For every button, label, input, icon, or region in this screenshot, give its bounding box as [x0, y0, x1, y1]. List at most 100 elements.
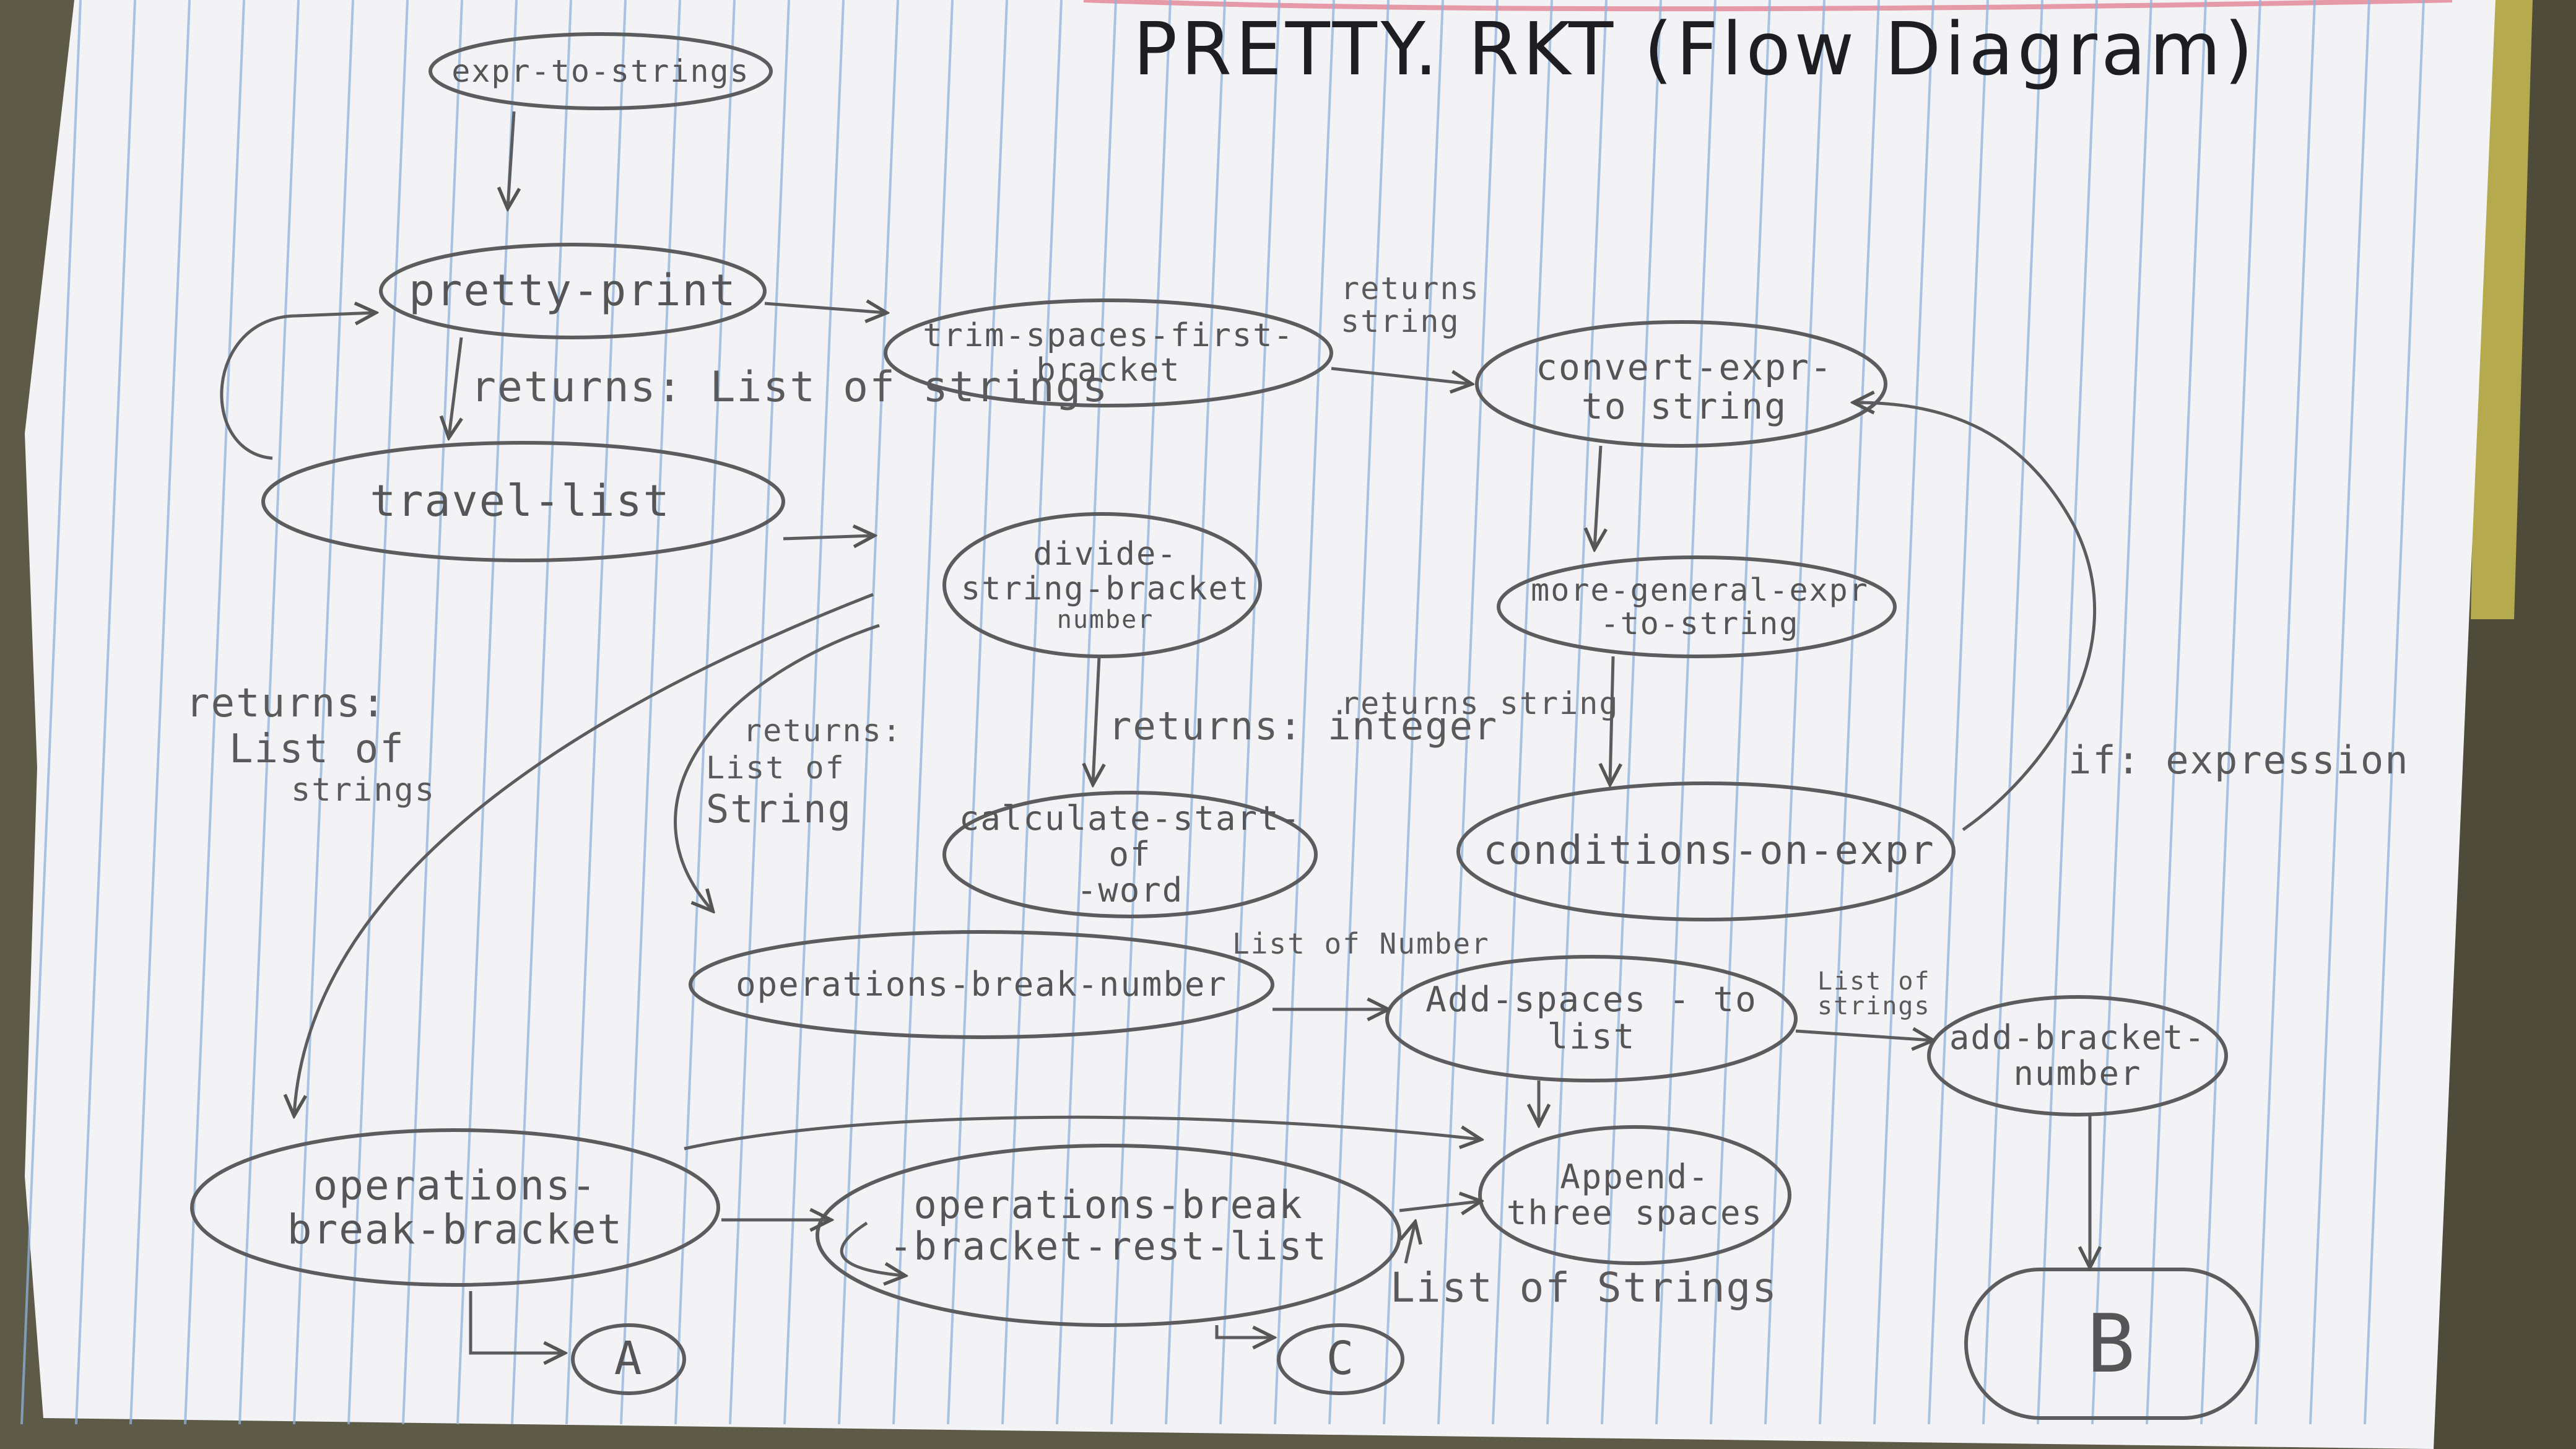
node-convert-expr: convert-expr- to string	[1536, 346, 1833, 427]
arrow-more-to-conditions	[1610, 656, 1613, 783]
ruled-line	[1165, 0, 1226, 1425]
ruled-line	[838, 0, 899, 1425]
ruled-line	[729, 0, 790, 1425]
node-shape-ops-break-bracket	[190, 1128, 720, 1287]
ruled-line	[129, 0, 191, 1425]
arrow-pretty-to-trim	[764, 303, 886, 313]
label-returns-list-left: returns: List of strings	[186, 681, 436, 809]
node-trim-spaces: trim-spaces-first- bracket	[923, 316, 1294, 389]
node-shape-travel-list	[261, 441, 785, 562]
ruled-line	[2364, 0, 2425, 1425]
ruled-line	[1328, 0, 1390, 1425]
ruled-line	[947, 0, 1008, 1425]
ruled-line	[674, 0, 736, 1425]
arrow-expr-to-pretty	[508, 111, 514, 207]
arrow-rest-to-append	[1399, 1201, 1480, 1211]
ruled-line	[1982, 0, 2043, 1425]
node-shape-connector-a	[571, 1323, 686, 1395]
arrow-divide-to-ops-break-bracket	[294, 593, 874, 1115]
node-shape-calculate-start	[942, 791, 1318, 918]
ruled-line	[1928, 0, 1989, 1425]
ruled-line	[620, 0, 681, 1425]
node-shape-ops-break-number	[689, 930, 1274, 1039]
node-pretty-print: pretty-print	[409, 265, 737, 316]
connector-a: A	[614, 1332, 643, 1386]
ruled-line	[1492, 0, 1553, 1425]
paper-sheet	[25, 0, 2496, 1449]
ruled-lines	[20, 0, 2425, 1425]
label-list-of-strings-bottom: List of Strings	[1390, 1264, 1778, 1312]
arrow-ops-bracket-to-a	[469, 1291, 564, 1353]
ruled-line	[2200, 0, 2261, 1425]
ruled-line	[2255, 0, 2316, 1425]
arrow-rest-loop	[840, 1221, 904, 1276]
arrow-rest-to-c	[1215, 1325, 1273, 1338]
node-shape-more-general	[1497, 555, 1897, 658]
arrow-divide-to-ops-break-number	[674, 624, 880, 910]
ruled-line	[1056, 0, 1117, 1425]
ruled-line	[1437, 0, 1499, 1425]
node-shape-divide-string	[942, 512, 1262, 658]
ruled-line	[293, 0, 354, 1425]
label-if-expression: if: expression	[2068, 738, 2409, 783]
ruled-line	[456, 0, 518, 1425]
ruled-line	[511, 0, 572, 1425]
node-expr-to-strings: expr-to-strings	[451, 53, 750, 89]
node-shape-expr-to-strings	[429, 32, 773, 110]
node-ops-break-bracket: operations- break-bracket	[287, 1161, 624, 1253]
arrow-ops-bracket-to-append	[684, 1115, 1480, 1151]
node-calculate-start: calculate-start-of -word	[959, 798, 1302, 910]
node-more-general: more-general-expr -to-string	[1531, 572, 1869, 642]
arrow-divide-to-calculate	[1093, 656, 1099, 783]
ruled-line	[1873, 0, 1934, 1425]
node-shape-pretty-print	[379, 243, 767, 339]
node-ops-break-number: operations-break-number	[736, 964, 1227, 1004]
connector-c: C	[1326, 1332, 1355, 1386]
node-conditions: conditions-on-expr	[1483, 828, 1935, 874]
ruled-line	[1819, 0, 1880, 1425]
ruled-line	[2091, 0, 2152, 1425]
ruled-line	[1764, 0, 1825, 1425]
connector-b: B	[2086, 1296, 2137, 1391]
node-shape-trim-spaces	[884, 298, 1333, 407]
arrow-travel-loop	[220, 313, 375, 460]
node-travel-list: travel-list	[370, 476, 671, 527]
ruled-line	[1110, 0, 1172, 1425]
ruled-line	[1383, 0, 1444, 1425]
arrow-pretty-to-travel	[449, 337, 461, 437]
node-add-spaces: Add-spaces - to list	[1425, 979, 1757, 1057]
ruled-line	[1655, 0, 1717, 1425]
ruled-line	[402, 0, 463, 1425]
arrow-conditions-to-convert	[1855, 402, 2097, 832]
arrow-travel-to-divide	[783, 536, 873, 539]
ruled-line	[1219, 0, 1281, 1425]
ruled-line	[184, 0, 245, 1425]
ruled-line	[2309, 0, 2370, 1425]
node-shape-add-bracket	[1927, 995, 2228, 1116]
ruled-line	[1546, 0, 1608, 1425]
node-shape-connector-c	[1277, 1323, 1404, 1395]
label-returns-list-of-strings: returns: List of strings	[471, 363, 1109, 412]
arrow-convert-to-more	[1595, 445, 1601, 548]
ruled-line	[783, 0, 845, 1425]
node-add-bracket: add-bracket- number	[1949, 1017, 2206, 1093]
ruled-line	[75, 0, 136, 1425]
ruled-line	[565, 0, 627, 1425]
ruled-line	[892, 0, 954, 1425]
diagram-title: PRETTY. RKT (Flow Diagram)	[1133, 6, 2257, 92]
node-ops-break-rest: operations-break -bracket-rest-list	[889, 1182, 1328, 1269]
label-returns-string-2: returns string	[1341, 685, 1619, 721]
label-returns-string: returns string	[1341, 271, 1480, 339]
node-divide-string: divide- string-bracket number	[960, 536, 1250, 634]
ruled-line	[1710, 0, 1771, 1425]
label-list-of-number: List of Number	[1232, 927, 1490, 960]
node-shape-conditions	[1456, 781, 1956, 921]
arrow-trim-to-convert	[1331, 367, 1471, 384]
ruled-line	[20, 0, 82, 1425]
label-returns-list-mid: returns: List of String	[706, 713, 902, 832]
node-shape-convert-expr	[1475, 320, 1887, 448]
ruled-line	[2146, 0, 2207, 1425]
ruled-line	[238, 0, 300, 1425]
node-append-three: Append- three spaces	[1506, 1157, 1764, 1232]
